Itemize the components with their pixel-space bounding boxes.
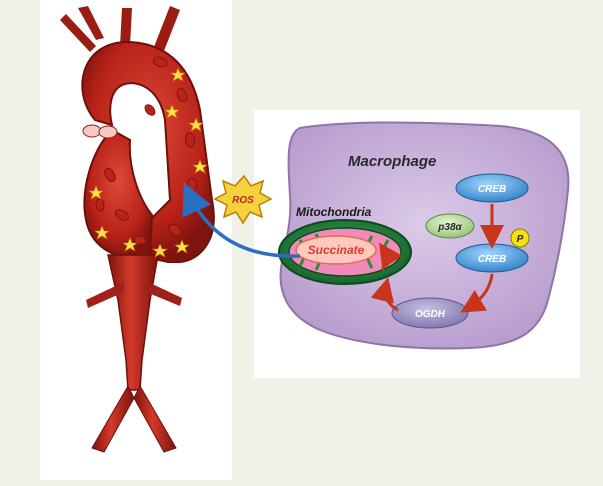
branch-vessel-4: [60, 14, 96, 52]
label-mitochondria: Mitochondria: [296, 205, 372, 219]
label-macrophage: Macrophage: [348, 153, 436, 170]
label-creb-bottom: CREB: [478, 254, 506, 265]
label-ros: ROS: [232, 195, 254, 206]
phospho-badge: [510, 228, 530, 248]
aortic-root: [83, 128, 154, 260]
label-succinate: Succinate: [308, 243, 365, 257]
label-phospho: P: [517, 234, 524, 245]
iliac-right: [133, 384, 177, 453]
branch-vessel-3: [152, 6, 180, 56]
descending-aorta: [107, 254, 159, 391]
vessel-opening-2: [98, 125, 118, 139]
vessel-opening-1: [82, 124, 102, 138]
ros-starburst: [213, 174, 273, 225]
p38-node: [425, 213, 475, 239]
arrow-ogdh-to-mito: [370, 277, 399, 312]
iliac-left: [91, 384, 135, 453]
succinate-blob: [295, 235, 377, 265]
aorta: [60, 6, 215, 453]
label-p38: p38α: [437, 222, 462, 233]
renal-branch-left: [86, 282, 124, 308]
arrow-succinate-to-aorta: [182, 182, 301, 258]
branch-vessel-1: [78, 6, 104, 40]
renal-branch-right: [146, 282, 182, 306]
arrow-creb-to-ogdh: [460, 273, 494, 313]
label-creb-top: CREB: [478, 184, 506, 195]
arrow-mito-to-succinate: [379, 242, 403, 271]
branch-vessel-2: [120, 8, 132, 46]
creb-top-node: [455, 173, 529, 203]
ogdh-node: [391, 297, 469, 329]
label-ogdh: OGDH: [415, 309, 446, 320]
